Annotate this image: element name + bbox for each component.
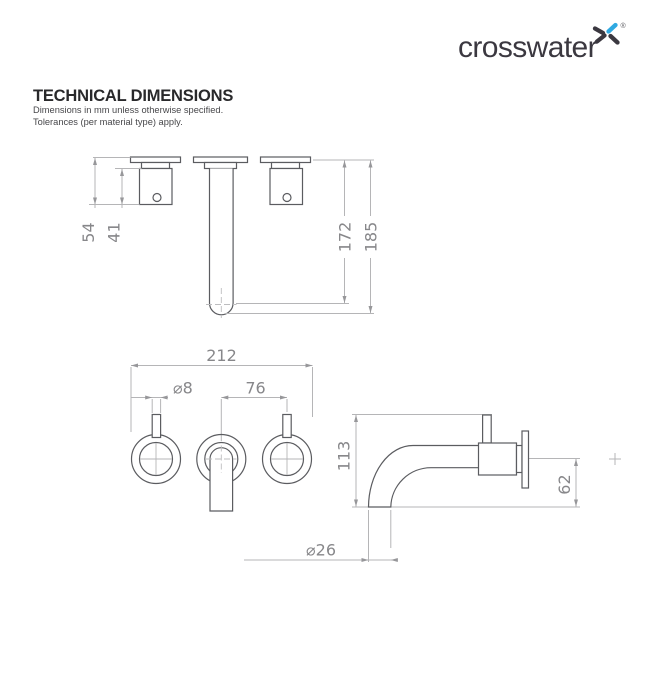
- top-view-left-handle: [129, 156, 182, 206]
- dimension-113: 113: [335, 414, 358, 507]
- dim-label-dia8: ⌀8: [173, 379, 193, 398]
- dimension-dia26: ⌀26: [244, 510, 398, 562]
- top-view: 54 41 172: [79, 156, 381, 318]
- registered-mark: ®: [621, 22, 627, 30]
- right-handle-screw: [282, 192, 292, 203]
- dim-label-172: 172: [336, 222, 355, 253]
- dim-label-185: 185: [362, 222, 381, 253]
- dim-label-dia26: ⌀26: [306, 541, 336, 560]
- brand-name: crosswater: [458, 31, 598, 64]
- dim-label-113: 113: [335, 441, 354, 472]
- top-view-right-handle: [259, 156, 312, 206]
- dim-label-76: 76: [245, 379, 265, 398]
- dimension-41: 41: [105, 168, 142, 243]
- dimension-dia8: ⌀8: [130, 379, 193, 413]
- front-view-left-handle: [130, 413, 182, 485]
- left-handle-screw: [152, 192, 162, 203]
- side-view-wall-flange: [521, 430, 530, 489]
- side-view-lever: [482, 414, 492, 444]
- front-view: 212 ⌀8 76: [130, 346, 313, 512]
- right-lever: [282, 413, 292, 439]
- logo-x-arm-topleft: [592, 26, 606, 36]
- dim-label-212: 212: [206, 346, 237, 365]
- page-title: TECHNICAL DIMENSIONS: [33, 87, 234, 105]
- dimension-172: 172: [236, 159, 374, 304]
- logo-x-icon: ®: [592, 22, 627, 45]
- dimension-212: 212: [130, 346, 313, 432]
- top-view-spout: [192, 156, 249, 318]
- side-view-collar: [515, 444, 523, 474]
- logo-x-arm-topright-blue: [606, 22, 618, 34]
- dim-label-62: 62: [555, 474, 574, 494]
- dimension-185: 185: [225, 160, 381, 314]
- front-view-right-handle: [261, 413, 313, 485]
- front-view-spout: [196, 433, 247, 512]
- side-view-body: [477, 442, 518, 476]
- left-lever: [151, 413, 162, 439]
- dim-label-41: 41: [105, 222, 124, 242]
- dim-label-54: 54: [79, 222, 98, 242]
- tolerance-note: Tolerances (per material type) apply.: [33, 117, 183, 127]
- dimension-54: 54: [79, 157, 140, 243]
- logo-x-arm-bottomleft: [594, 33, 607, 44]
- side-view: 113 62 ⌀26: [244, 414, 621, 562]
- centre-cross-marker: [609, 453, 621, 465]
- side-view-spout-tube: [367, 444, 479, 508]
- logo-x-arm-bottomright: [608, 33, 620, 45]
- dimension-76: 76: [220, 379, 288, 441]
- dimension-62: 62: [555, 458, 578, 507]
- units-note: Dimensions in mm unless otherwise specif…: [33, 105, 224, 115]
